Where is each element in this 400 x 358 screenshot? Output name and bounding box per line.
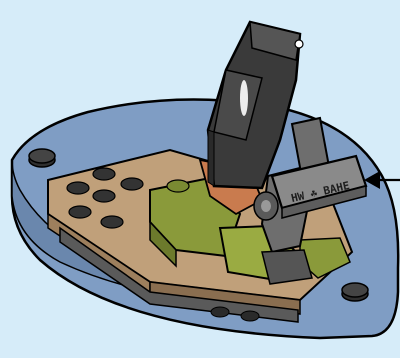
build-step-illustration: HW ☘ BAHE [0, 0, 400, 358]
